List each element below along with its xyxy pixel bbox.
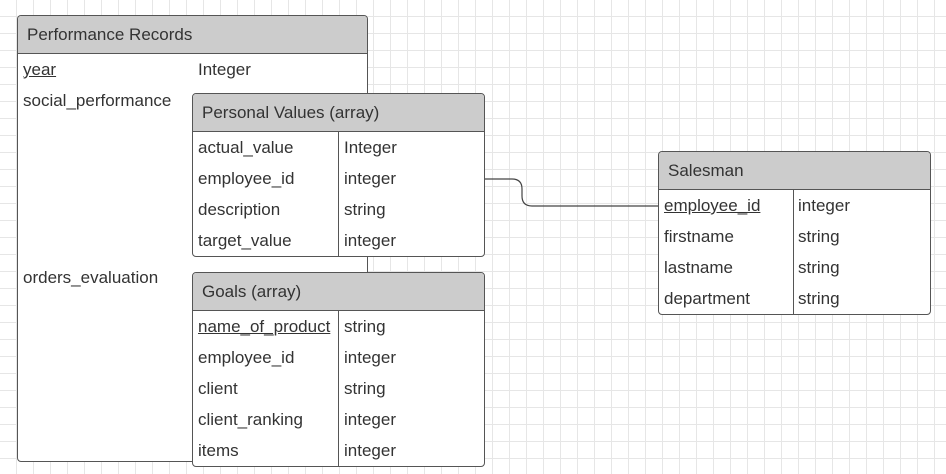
- field-name: client_ranking: [198, 410, 303, 429]
- field-type: integer: [344, 410, 396, 429]
- field-type: integer: [344, 348, 396, 367]
- column-divider: [338, 311, 339, 466]
- field-type: integer: [798, 196, 850, 215]
- field-type: string: [344, 317, 386, 336]
- field-row-name-of-product[interactable]: name_of_product string: [193, 311, 484, 342]
- field-type: string: [344, 379, 386, 398]
- entity-title: Personal Values (array): [202, 103, 380, 122]
- field-name: social_performance: [23, 91, 172, 110]
- entity-header: Performance Records: [18, 16, 367, 54]
- field-name: actual_value: [198, 138, 294, 157]
- field-name: employee_id: [198, 348, 295, 367]
- field-row-year[interactable]: year Integer: [18, 54, 367, 85]
- entity-title: Salesman: [668, 161, 744, 180]
- entity-body: actual_value Integer employee_id integer…: [193, 132, 484, 256]
- field-type: integer: [344, 169, 396, 188]
- entity-personal-values[interactable]: Personal Values (array) actual_value Int…: [192, 93, 485, 257]
- field-name: employee_id: [198, 169, 295, 188]
- field-row-employee-id[interactable]: employee_id integer: [193, 163, 484, 194]
- field-row-firstname[interactable]: firstname string: [659, 221, 930, 252]
- field-row-target-value[interactable]: target_value integer: [193, 225, 484, 256]
- field-name: client: [198, 379, 238, 398]
- field-row-items[interactable]: items integer: [193, 435, 484, 466]
- field-type: integer: [344, 231, 396, 250]
- field-type: string: [798, 258, 840, 277]
- entity-header: Salesman: [659, 152, 930, 190]
- column-divider: [793, 190, 794, 314]
- field-row-employee-id[interactable]: employee_id integer: [659, 190, 930, 221]
- field-row-client-ranking[interactable]: client_ranking integer: [193, 404, 484, 435]
- entity-title: Performance Records: [27, 25, 193, 44]
- field-type: string: [344, 200, 386, 219]
- field-row-department[interactable]: department string: [659, 283, 930, 314]
- field-name: firstname: [664, 227, 734, 246]
- entity-salesman[interactable]: Salesman employee_id integer firstname s…: [658, 151, 931, 315]
- field-name: lastname: [664, 258, 733, 277]
- field-row-employee-id[interactable]: employee_id integer: [193, 342, 484, 373]
- field-type: string: [798, 227, 840, 246]
- entity-goals[interactable]: Goals (array) name_of_product string emp…: [192, 272, 485, 467]
- field-type: integer: [344, 441, 396, 460]
- field-type: string: [798, 289, 840, 308]
- entity-body: employee_id integer firstname string las…: [659, 190, 930, 314]
- field-name-primary-key: name_of_product: [198, 317, 331, 336]
- field-name: items: [198, 441, 239, 460]
- field-name: department: [664, 289, 750, 308]
- entity-title: Goals (array): [202, 282, 302, 301]
- column-divider: [338, 132, 339, 256]
- field-row-social-performance[interactable]: social_performance: [18, 85, 367, 116]
- field-name-primary-key: employee_id: [664, 196, 761, 215]
- field-row-actual-value[interactable]: actual_value Integer: [193, 132, 484, 163]
- field-row-client[interactable]: client string: [193, 373, 484, 404]
- entity-header: Goals (array): [193, 273, 484, 311]
- field-type: Integer: [344, 138, 397, 157]
- field-row-description[interactable]: description string: [193, 194, 484, 225]
- entity-body: name_of_product string employee_id integ…: [193, 311, 484, 466]
- field-name: target_value: [198, 231, 292, 250]
- field-name: description: [198, 200, 281, 219]
- field-row-orders-evaluation[interactable]: orders_evaluation: [18, 262, 367, 293]
- field-type: Integer: [198, 60, 251, 79]
- field-name-primary-key: year: [23, 60, 57, 79]
- field-name: orders_evaluation: [23, 268, 159, 287]
- relationship-line-personal-values-salesman[interactable]: [485, 178, 658, 207]
- field-row-lastname[interactable]: lastname string: [659, 252, 930, 283]
- entity-header: Personal Values (array): [193, 94, 484, 132]
